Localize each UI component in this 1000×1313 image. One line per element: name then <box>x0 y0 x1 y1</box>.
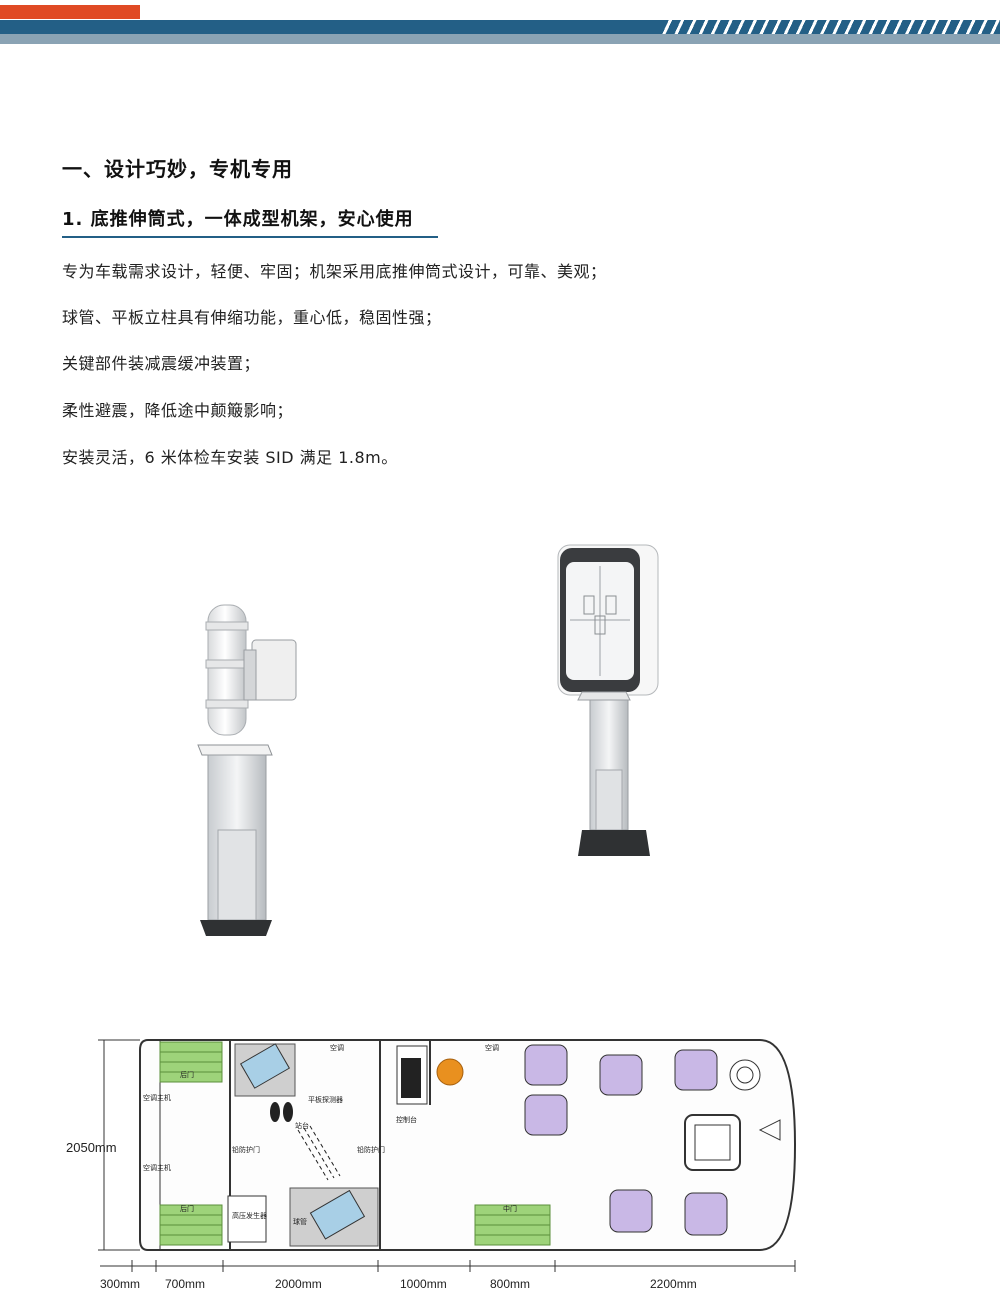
paragraph: 柔性避震，降低途中颠簸影响； <box>62 401 294 420</box>
room-label: 中门 <box>503 1204 517 1213</box>
room-label: 平板探测器 <box>308 1095 343 1104</box>
room-label: 铅防护门 <box>232 1145 260 1154</box>
room-label: 后门 <box>180 1070 194 1079</box>
room-label: 球管 <box>293 1217 307 1226</box>
width-label: 700mm <box>165 1277 205 1291</box>
paragraph: 安装灵活，6 米体检车安装 SID 满足 1.8m。 <box>62 448 398 467</box>
header-red-bar <box>0 5 140 19</box>
subsection-underline <box>62 236 438 238</box>
header-banner <box>0 0 1000 48</box>
width-label: 2000mm <box>275 1277 322 1291</box>
width-label: 1000mm <box>400 1277 447 1291</box>
room-label: 铅防护门 <box>357 1145 385 1154</box>
paragraph: 球管、平板立柱具有伸缩功能，重心低，稳固性强； <box>62 308 442 327</box>
section-title: 一、设计巧妙，专机专用 <box>62 157 293 181</box>
room-label: 空调主机 <box>143 1163 171 1172</box>
subsection-title: 1. 底推伸筒式，一体成型机架，安心使用 <box>62 209 414 230</box>
paragraph: 关键部件装减震缓冲装置； <box>62 354 261 373</box>
height-label: 2050mm <box>66 1140 117 1155</box>
xray-tube-stand-image <box>197 604 297 936</box>
header-grey-bar <box>0 34 1000 44</box>
room-label: 站台 <box>295 1121 309 1130</box>
flat-panel-stand-image <box>557 544 659 856</box>
room-label: 空调 <box>485 1043 499 1052</box>
vehicle-floor-plan: 2050mm 300mm 700mm 2000mm 1000mm 800mm 2… <box>66 1039 797 1291</box>
width-label: 300mm <box>100 1277 140 1291</box>
header-stripes <box>660 20 1000 34</box>
room-label: 空调主机 <box>143 1093 171 1102</box>
room-label: 控制台 <box>396 1115 417 1124</box>
room-label: 后门 <box>180 1204 194 1213</box>
header-blue-bar <box>0 20 660 34</box>
width-label: 800mm <box>490 1277 530 1291</box>
paragraph: 专为车载需求设计，轻便、牢固；机架采用底推伸筒式设计，可靠、美观； <box>62 262 607 281</box>
room-label: 高压发生器 <box>232 1211 267 1220</box>
room-label: 空调 <box>330 1043 344 1052</box>
width-label: 2200mm <box>650 1277 697 1291</box>
